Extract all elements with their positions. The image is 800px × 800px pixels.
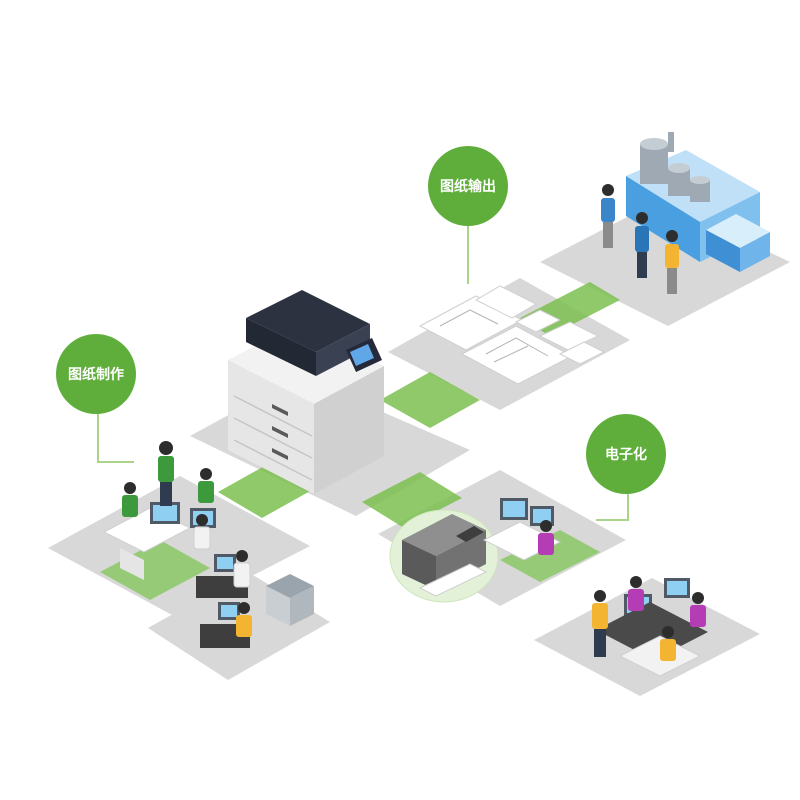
path-printer-to-docs (380, 372, 480, 428)
label-output: 图纸输出 (440, 179, 496, 195)
person-icon (601, 184, 615, 248)
person-icon (193, 514, 211, 550)
person-icon (158, 441, 174, 506)
label-making: 图纸制作 (68, 367, 124, 383)
label-bubble-making: 图纸制作 (56, 334, 136, 414)
path-scanner-to-office (500, 530, 600, 582)
person-icon (198, 468, 214, 503)
person-icon (660, 626, 676, 661)
person-icon (628, 576, 644, 611)
path-office-to-lower (100, 540, 210, 600)
computer-icon (196, 554, 250, 648)
person-icon (233, 550, 251, 588)
label-bubble-output: 图纸输出 (428, 146, 508, 226)
label-bubble-digitization: 电子化 (586, 414, 666, 494)
person-icon (592, 590, 608, 657)
person-icon (538, 520, 554, 555)
printer-icon (266, 574, 314, 626)
label-digitization: 电子化 (605, 447, 647, 463)
printer-icon (228, 290, 384, 494)
person-icon (236, 602, 252, 637)
document-icon (418, 285, 606, 385)
person-icon (690, 592, 706, 627)
person-icon (665, 230, 679, 294)
scanner-icon (389, 509, 499, 603)
factory-icon (626, 132, 770, 272)
platform-office-left (48, 476, 310, 616)
connector-making (97, 414, 134, 463)
connector-digital (596, 494, 629, 521)
cabinet-icon (456, 526, 484, 542)
person-icon (635, 212, 649, 278)
path-printer-to-scanner (362, 472, 462, 528)
person-icon (122, 482, 138, 517)
connectors (97, 226, 629, 521)
